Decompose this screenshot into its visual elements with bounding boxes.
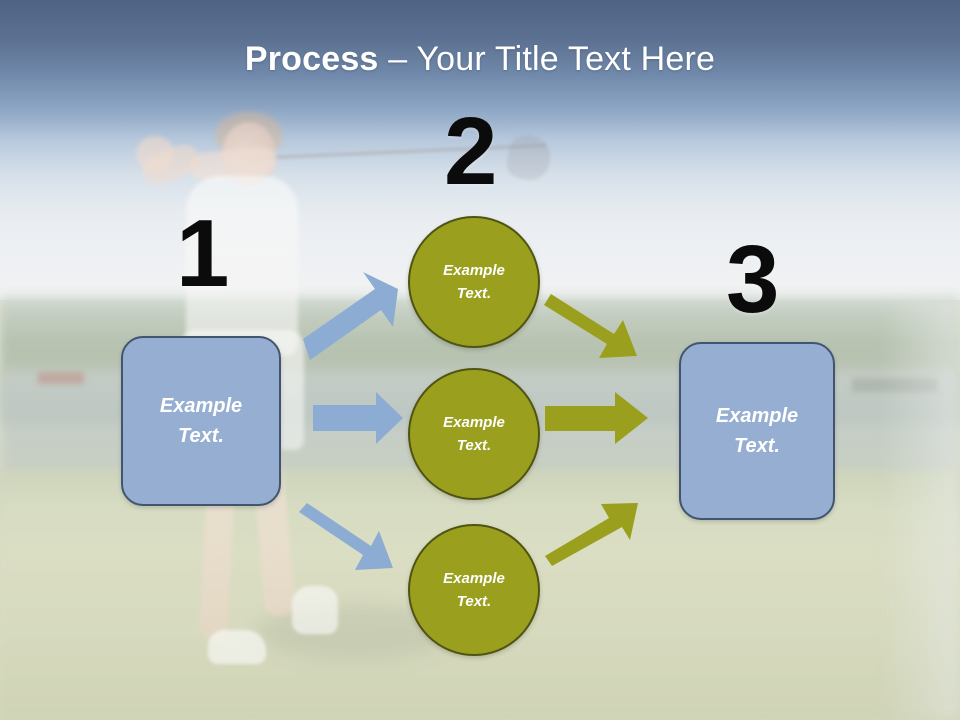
- end-box-line1: Example: [715, 405, 799, 427]
- start-box-line2: Text.: [178, 425, 224, 447]
- circle-middle-line2: Text.: [456, 437, 492, 454]
- golfer-left-shoe: [208, 630, 266, 664]
- page-title-strong: Process: [244, 39, 379, 78]
- step-number-1: 1: [176, 200, 230, 307]
- end-box[interactable]: Example Text.: [679, 342, 835, 520]
- step-number-2: 2: [444, 98, 498, 205]
- start-box-line1: Example: [159, 395, 243, 417]
- circle-bottom-line1: Example: [443, 569, 505, 587]
- background-hut: [38, 372, 84, 384]
- circle-bottom-line2: Text.: [456, 593, 492, 610]
- title-band: Process – Your Title Text Here: [0, 0, 960, 118]
- golfer-hands: [136, 136, 174, 172]
- page-title-rest: Your Title Text Here: [416, 39, 716, 78]
- golfer-torso: [186, 176, 298, 356]
- circle-top[interactable]: Example Text.: [408, 216, 540, 348]
- end-box-line2: Text.: [734, 435, 780, 457]
- circle-top-line1: Example: [443, 261, 505, 279]
- circle-middle-line1: Example: [443, 413, 505, 431]
- page-title: Process – Your Title Text Here: [245, 40, 715, 79]
- circle-top-line2: Text.: [456, 285, 492, 302]
- step-number-3: 3: [726, 226, 780, 333]
- circle-bottom[interactable]: Example Text.: [408, 524, 540, 656]
- start-box[interactable]: Example Text.: [121, 336, 281, 506]
- circle-middle[interactable]: Example Text.: [408, 368, 540, 500]
- background-right-wash: [880, 300, 960, 720]
- page-title-separator: –: [378, 39, 417, 78]
- golfer-right-shoe: [292, 586, 338, 634]
